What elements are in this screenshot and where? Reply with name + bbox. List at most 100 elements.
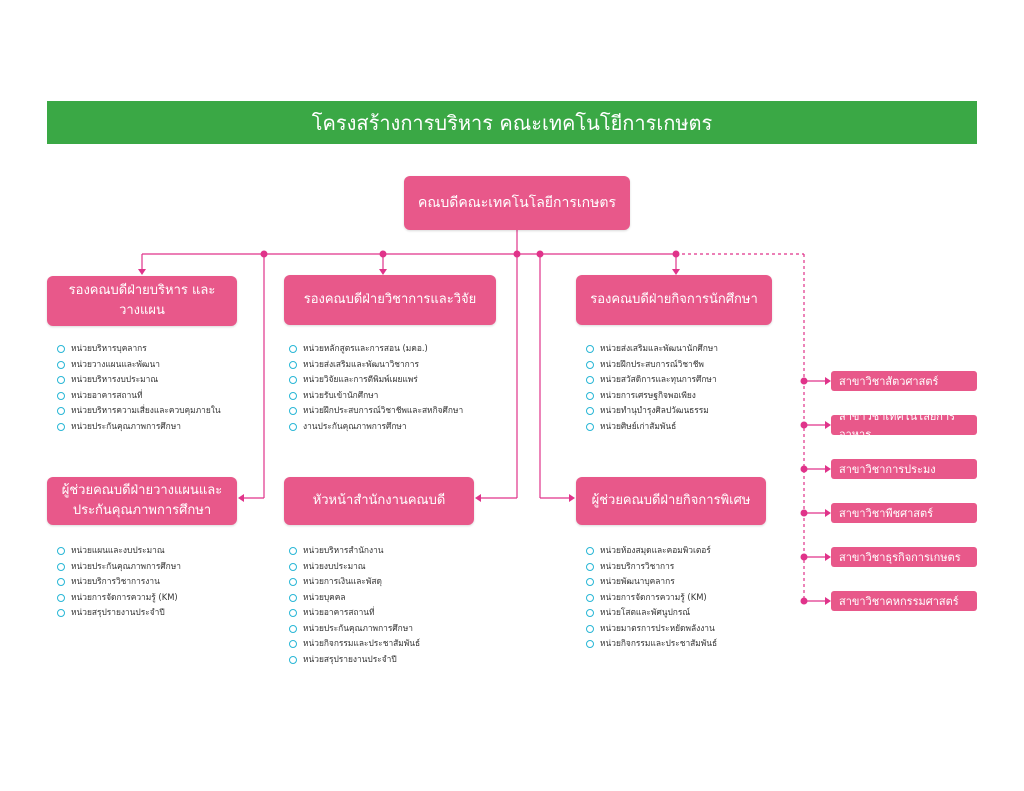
bullet-icon [586, 578, 594, 586]
bullet-icon [289, 640, 297, 648]
asst-planning-box: ผู้ช่วยคณบดีฝ่ายวางแผนและ ประกันคุณภาพกา… [47, 477, 237, 525]
unit-item: หน่วยสรุปรายงานประจำปี [57, 605, 181, 621]
unit-label: หน่วยบริการวิชาการงาน [71, 576, 160, 586]
bullet-icon [57, 360, 65, 369]
unit-label: หน่วยห้องสมุดและคอมพิวเตอร์ [600, 545, 711, 555]
unit-label: หน่วยวิจัยและการตีพิมพ์เผยแพร่ [303, 374, 418, 384]
unit-label: หน่วยอาคารสถานที่ [71, 389, 143, 400]
bullet-icon [586, 422, 594, 431]
bullet-icon [289, 345, 297, 353]
unit-label: หน่วยบริหารความเสี่ยงและควบคุมภายใน [71, 405, 221, 415]
unit-item: หน่วยพัฒนาบุคลากร [586, 574, 717, 590]
unit-item: หน่วยวิจัยและการตีพิมพ์เผยแพร่ [289, 372, 463, 388]
unit-label: หน่วยการเงินและพัสดุ [303, 576, 382, 586]
bullet-icon [57, 391, 65, 400]
department-box: สาขาวิชาเทคโนโลยีการอาหาร [831, 410, 977, 441]
bullet-icon [586, 345, 594, 353]
asst-planning-units: หน่วยแผนและงบประมาณหน่วยประกันคุณภาพการศ… [57, 543, 181, 621]
unit-item: งานประกันคุณภาพการศึกษา [289, 419, 463, 435]
bullet-icon [586, 593, 594, 602]
vp-admin-units: หน่วยบริหารบุคลากรหน่วยวางแผนและพัฒนาหน่… [57, 341, 221, 434]
unit-item: หน่วยมาตรการประหยัดพลังงาน [586, 621, 717, 637]
bullet-icon [57, 345, 65, 353]
unit-label: หน่วยบริหารบุคลากร [71, 343, 147, 353]
unit-item: หน่วยวางแผนและพัฒนา [57, 357, 221, 373]
unit-item: หน่วยกิจกรรมและประชาสัมพันธ์ [289, 636, 420, 652]
bullet-icon [289, 624, 297, 633]
bullet-icon [586, 407, 594, 415]
bullet-icon [586, 391, 594, 400]
head-office-units: หน่วยบริหารสำนักงานหน่วยงบประมาณหน่วยการ… [289, 543, 420, 667]
unit-label: หน่วยประกันคุณภาพการศึกษา [71, 560, 181, 571]
bullet-icon [289, 609, 297, 617]
department-box: สาขาวิชาพืชศาสตร์ [831, 503, 977, 523]
unit-label: หน่วยประกันคุณภาพการศึกษา [303, 622, 413, 633]
bullet-icon [586, 640, 594, 648]
unit-label: หน่วยอาคารสถานที่ [303, 607, 375, 617]
unit-label: หน่วยการเศรษฐกิจพอเพียง [600, 389, 696, 400]
bullet-icon [586, 624, 594, 633]
unit-item: หน่วยอาคารสถานที่ [289, 605, 420, 621]
unit-label: หน่วยทำนุบำรุงศิลปวัฒนธรรม [600, 405, 709, 415]
unit-label: หน่วยสรุปรายงานประจำปี [71, 607, 165, 617]
unit-label: หน่วยศิษย์เก่าสัมพันธ์ [600, 420, 677, 431]
bullet-icon [586, 360, 594, 369]
asst-special-box: ผู้ช่วยคณบดีฝ่ายกิจการพิเศษ [576, 477, 766, 525]
unit-item: หน่วยบริหารงบประมาณ [57, 372, 221, 388]
unit-label: หน่วยสวัสดิการและทุนการศึกษา [600, 374, 717, 384]
bullet-icon [289, 391, 297, 400]
vp-student-units: หน่วยส่งเสริมและพัฒนานักศึกษาหน่วยฝึกประ… [586, 341, 718, 434]
unit-label: หน่วยส่งเสริมและพัฒนาวิชาการ [303, 358, 419, 369]
unit-label: หน่วยส่งเสริมและพัฒนานักศึกษา [600, 343, 718, 353]
unit-label: หน่วยรับเข้านักศึกษา [303, 389, 379, 400]
unit-label: หน่วยหลักสูตรและการสอน (มคอ.) [303, 343, 428, 353]
unit-label: หน่วยฝึกประสบการณ์วิชาชีพและสหกิจศึกษา [303, 405, 464, 415]
bullet-icon [289, 360, 297, 369]
unit-item: หน่วยบริการวิชาการงาน [57, 574, 181, 590]
bullet-icon [57, 376, 65, 384]
unit-item: หน่วยบริการวิชาการ [586, 559, 717, 575]
bullet-icon [289, 407, 297, 415]
unit-item: หน่วยอาคารสถานที่ [57, 388, 221, 404]
unit-item: หน่วยส่งเสริมและพัฒนานักศึกษา [586, 341, 718, 357]
bullet-icon [586, 562, 594, 571]
unit-item: หน่วยศิษย์เก่าสัมพันธ์ [586, 419, 718, 435]
bullet-icon [586, 547, 594, 555]
bullet-icon [289, 422, 297, 431]
bullet-icon [289, 562, 297, 571]
bullet-icon [57, 593, 65, 602]
department-box: สาขาวิชาธุรกิจการเกษตร [831, 547, 977, 567]
department-box: สาขาวิชาคหกรรมศาสตร์ [831, 591, 977, 611]
vp-academic-units: หน่วยหลักสูตรและการสอน (มคอ.) หน่วยส่งเสร… [289, 341, 463, 434]
unit-label: หน่วยบริหารสำนักงาน [303, 545, 384, 555]
unit-label: หน่วยสรุปรายงานประจำปี [303, 653, 397, 664]
unit-item: หน่วยบุคคล [289, 590, 420, 606]
unit-label: หน่วยการจัดการความรู้ (KM) [71, 591, 178, 602]
unit-item: หน่วยฝึกประสบการณ์วิชาชีพและสหกิจศึกษา [289, 403, 463, 419]
unit-label: หน่วยกิจกรรมและประชาสัมพันธ์ [600, 638, 718, 648]
unit-label: หน่วยพัฒนาบุคลากร [600, 576, 675, 586]
bullet-icon [57, 407, 65, 415]
unit-item: หน่วยห้องสมุดและคอมพิวเตอร์ [586, 543, 717, 559]
unit-label: หน่วยแผนและงบประมาณ [71, 545, 165, 555]
bullet-icon [289, 593, 297, 602]
unit-item: หน่วยสวัสดิการและทุนการศึกษา [586, 372, 718, 388]
unit-label: หน่วยบุคคล [303, 591, 346, 602]
unit-label: หน่วยฝึกประสบการณ์วิชาชีพ [600, 358, 704, 369]
unit-label: หน่วยงบประมาณ [303, 560, 366, 571]
unit-item: หน่วยการจัดการความรู้ (KM) [586, 590, 717, 606]
unit-item: หน่วยการจัดการความรู้ (KM) [57, 590, 181, 606]
unit-item: หน่วยประกันคุณภาพการศึกษา [289, 621, 420, 637]
unit-item: หน่วยส่งเสริมและพัฒนาวิชาการ [289, 357, 463, 373]
unit-item: หน่วยบริหารความเสี่ยงและควบคุมภายใน [57, 403, 221, 419]
bullet-icon [57, 547, 65, 555]
bullet-icon [57, 422, 65, 431]
unit-label: หน่วยบริการวิชาการ [600, 560, 675, 571]
unit-label: หน่วยการจัดการความรู้ (KM) [600, 591, 707, 602]
unit-label: หน่วยมาตรการประหยัดพลังงาน [600, 622, 715, 633]
vp-admin-box: รองคณบดีฝ่ายบริหาร และวางแผน [47, 276, 237, 326]
department-box: สาขาวิชาสัตวศาสตร์ [831, 371, 977, 391]
bullet-icon [57, 578, 65, 586]
unit-item: หน่วยโสตและพัศนูปกรณ์ [586, 605, 717, 621]
